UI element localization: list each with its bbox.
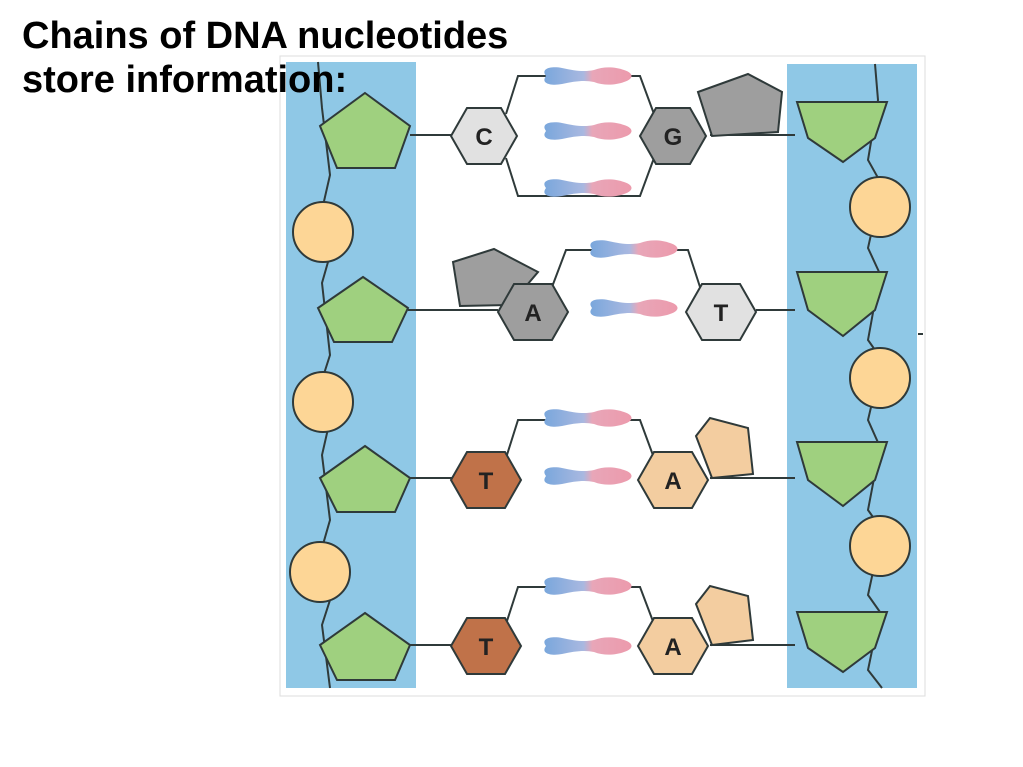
sugar — [318, 611, 412, 681]
slide-title-line-2: store information: — [22, 59, 348, 101]
sugar — [318, 91, 412, 169]
base-label-a: A — [664, 634, 681, 661]
sugar — [795, 611, 889, 674]
base-a-hexagon — [636, 451, 710, 509]
left-phosphates — [289, 201, 354, 603]
hydrogen-bond — [544, 67, 632, 85]
phosphate — [849, 515, 911, 577]
hydrogen-bond — [544, 637, 632, 655]
base-label-a: A — [664, 468, 681, 495]
sugar — [795, 271, 889, 338]
base-a-hexagon — [496, 283, 570, 341]
base-label-c: C — [475, 124, 492, 151]
base-t-hexagon — [449, 451, 523, 509]
hydrogen-bond — [544, 179, 632, 197]
hydrogen-bonds — [544, 67, 678, 655]
purine-ring-a — [694, 416, 755, 480]
pair-2: A T — [496, 283, 758, 341]
pair-1: C G — [449, 107, 708, 165]
purine-ring-g — [696, 72, 784, 138]
phosphate — [292, 201, 354, 263]
base-label-g: G — [664, 124, 683, 151]
sugar — [316, 275, 410, 343]
base-label-t: T — [714, 300, 729, 327]
hydrogen-bond — [544, 122, 632, 140]
slide-title-line-1: Chains of DNA nucleotides — [22, 15, 509, 57]
sugar — [318, 444, 412, 513]
base-label-t: T — [479, 634, 494, 661]
phosphate — [289, 541, 351, 603]
sugar — [795, 441, 889, 508]
base-t-hexagon — [684, 283, 758, 341]
base-c-hexagon — [449, 107, 519, 165]
hydrogen-bond — [590, 299, 678, 317]
base-a-hexagon — [636, 617, 710, 675]
base-t-hexagon — [449, 617, 523, 675]
hydrogen-bond — [544, 409, 632, 427]
hydrogen-bond — [590, 240, 678, 258]
phosphate — [849, 176, 911, 238]
base-label-t: T — [479, 468, 494, 495]
hydrogen-bond — [544, 467, 632, 485]
slide-title: Chains of DNA nucleotides store informat… — [22, 14, 508, 102]
hydrogen-bond — [544, 577, 632, 595]
base-g-hexagon — [638, 107, 708, 165]
pair-3: T A — [449, 451, 710, 509]
pair-4: T A — [449, 617, 710, 675]
phosphate — [849, 347, 911, 409]
right-phosphates — [849, 176, 911, 577]
purine-ring-a — [694, 584, 755, 647]
left-sugars — [316, 91, 412, 681]
sugar — [795, 101, 889, 164]
phosphate — [292, 371, 354, 433]
right-sugars — [795, 101, 889, 674]
base-label-a: A — [524, 300, 541, 327]
